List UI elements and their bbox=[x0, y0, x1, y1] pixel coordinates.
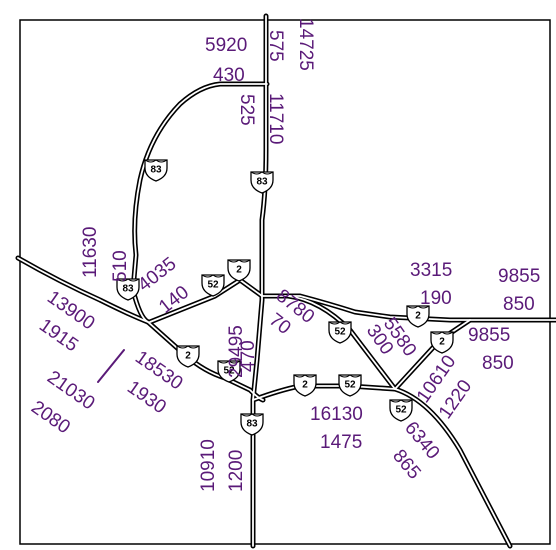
us83-shield: 83 bbox=[144, 159, 168, 182]
us83-shield: 83 bbox=[240, 413, 264, 436]
us52-shield-label: 52 bbox=[395, 405, 407, 416]
volume-label: 470 bbox=[238, 340, 259, 372]
us2-shield: 2 bbox=[406, 305, 430, 328]
us2-shield-label: 2 bbox=[415, 311, 421, 322]
volume-label: 430 bbox=[213, 65, 245, 86]
us83-shield: 83 bbox=[250, 171, 274, 194]
volume-label: 5920 bbox=[205, 35, 247, 56]
us52-shield-label: 52 bbox=[344, 380, 356, 391]
us52-shield-label: 52 bbox=[334, 327, 346, 338]
us2-shield: 2 bbox=[430, 331, 454, 354]
volume-label: 850 bbox=[503, 294, 535, 315]
volume-label: 9855 bbox=[468, 325, 510, 346]
volume-label: 10910 bbox=[198, 439, 219, 492]
us2-shield-label: 2 bbox=[302, 380, 308, 391]
volume-label: 16130 bbox=[310, 404, 363, 425]
leader-line bbox=[97, 349, 125, 383]
us2-shield-label: 2 bbox=[185, 351, 191, 362]
us52-shield: 52 bbox=[217, 360, 241, 383]
us52-shield: 52 bbox=[338, 374, 362, 397]
us83-shield-label: 83 bbox=[150, 165, 162, 176]
us52-shield: 52 bbox=[389, 399, 413, 422]
volume-label: 3315 bbox=[410, 260, 452, 281]
us2-shield-label: 2 bbox=[236, 265, 242, 276]
volume-label: 510 bbox=[110, 250, 131, 282]
volume-label: 11710 bbox=[265, 93, 286, 144]
us52-shield: 52 bbox=[201, 274, 225, 297]
volume-label: 850 bbox=[482, 353, 514, 374]
us52-shield-label: 52 bbox=[207, 280, 219, 291]
volume-label: 14725 bbox=[295, 18, 316, 71]
volume-label: 29495 bbox=[226, 325, 247, 378]
us83-shield-label: 83 bbox=[122, 284, 134, 295]
volume-label: 9855 bbox=[498, 266, 540, 287]
us83-shield: 83 bbox=[116, 278, 140, 301]
us52-shield-label: 52 bbox=[223, 366, 235, 377]
us2-shield: 2 bbox=[293, 374, 317, 397]
volume-label: 1475 bbox=[320, 432, 362, 453]
volume-label: 190 bbox=[420, 288, 452, 309]
us2-shield-label: 2 bbox=[439, 337, 445, 348]
us52-shield: 52 bbox=[328, 321, 352, 344]
us83-shield-label: 83 bbox=[246, 419, 258, 430]
volume-label: 11630 bbox=[80, 227, 101, 278]
volume-label: 525 bbox=[236, 94, 257, 126]
us83-shield-label: 83 bbox=[256, 177, 268, 188]
volume-label: 1200 bbox=[226, 450, 247, 492]
us2-shield: 2 bbox=[176, 345, 200, 368]
us2-shield: 2 bbox=[227, 259, 251, 282]
volume-label: 575 bbox=[265, 30, 286, 62]
